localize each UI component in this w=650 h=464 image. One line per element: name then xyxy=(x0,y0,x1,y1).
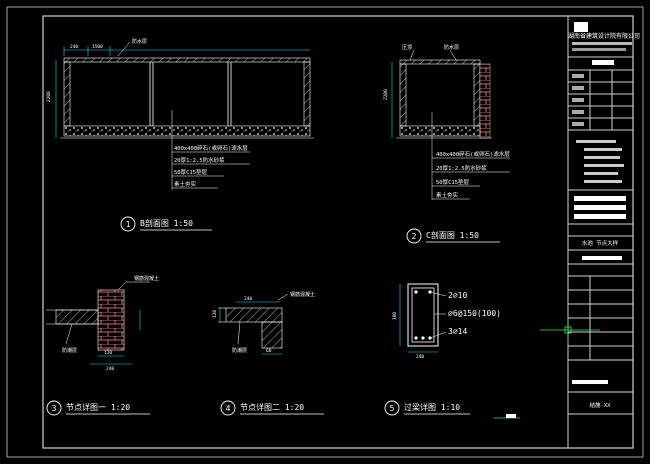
lintel-beam-view: 2⌀10 ⌀6@150(100) 3⌀14 180 240 5 过梁详图 1:1… xyxy=(384,283,501,416)
detail-2-view: 240 120 60 钢筋混凝土 防潮层 4 节点详图二 1:20 xyxy=(212,291,324,416)
view-number: 5 xyxy=(390,404,395,413)
detail-1-view: 钢筋混凝土 防潮层 120 240 3 节点详图一 1:20 xyxy=(46,275,159,416)
view-number: 4 xyxy=(226,404,231,413)
sheet-frame xyxy=(6,6,644,458)
detail-2-dim-1: 240 xyxy=(244,296,252,302)
view-title: C剖面图 1:50 xyxy=(426,230,479,240)
company-name: 湖南省建筑设计院有限公司 xyxy=(568,32,640,40)
beam-dim-width: 240 xyxy=(416,354,424,360)
section-b-view: 240 1500 防水层 2200 400x400碎石(或卵石)滤水层 20厚1… xyxy=(46,38,314,232)
beam-dim-height: 180 xyxy=(392,312,398,320)
dim-top-1: 240 xyxy=(70,44,78,50)
detail-2-dim-2: 120 xyxy=(212,310,218,318)
detail-1-dim-1: 120 xyxy=(104,350,112,356)
scale-marker xyxy=(494,414,520,419)
dim-top-2: 1500 xyxy=(92,44,103,50)
view-number-circle xyxy=(120,216,136,232)
section-c-height-dim: 2200 xyxy=(383,89,389,100)
drawing-name: 水池 节点大样 xyxy=(582,239,619,247)
title-block: 湖南省建筑设计院有限公司 水池 节点大样 xyxy=(567,16,640,448)
view-number-circle xyxy=(406,228,422,244)
view-number: 3 xyxy=(52,404,57,413)
detail-2-label-2: 防潮层 xyxy=(232,347,247,354)
section-c-label-2: 防水层 xyxy=(444,44,459,51)
view-title: 过梁详图 1:10 xyxy=(404,402,460,412)
detail-2-label-1: 钢筋混凝土 xyxy=(290,291,315,298)
rebar-bottom: 3⌀14 xyxy=(448,327,467,336)
view-number: 2 xyxy=(412,232,417,241)
c-layer-1: 400x400碎石(或卵石)滤水层 xyxy=(436,150,510,158)
detail-2-dim-3: 60 xyxy=(266,348,272,354)
view-title: B剖面图 1:50 xyxy=(140,218,193,228)
view-title: 节点详图二 1:20 xyxy=(240,402,304,412)
c-layer-2: 20厚1:2.5防水砂浆 xyxy=(436,164,487,172)
layer-1: 400x400碎石(或卵石)滤水层 xyxy=(174,144,248,152)
detail-1-label-1: 钢筋混凝土 xyxy=(134,275,159,282)
layer-4: 素土夯实 xyxy=(174,180,197,188)
crosshair-cursor-icon xyxy=(540,318,600,345)
layer-3: 50厚C15垫层 xyxy=(174,168,208,176)
rebar-stirrup: ⌀6@150(100) xyxy=(448,309,501,318)
detail-1-label-2: 防潮层 xyxy=(62,347,77,354)
sheet-code: 结施-XX xyxy=(590,401,612,409)
rebar-top: 2⌀10 xyxy=(448,291,467,300)
general-notes xyxy=(576,140,624,183)
section-b-top-label: 防水层 xyxy=(132,38,147,45)
view-number-circle xyxy=(220,400,236,416)
view-number-circle xyxy=(46,400,62,416)
view-number-circle xyxy=(384,400,400,416)
layer-2: 20厚1:2.5防水砂浆 xyxy=(174,156,225,164)
c-layer-3: 50厚C15垫层 xyxy=(436,178,470,186)
company-logo xyxy=(574,22,588,32)
view-title: 节点详图一 1:20 xyxy=(66,402,130,412)
dim-height: 2200 xyxy=(46,91,52,102)
section-c-label-1: 压顶 xyxy=(402,45,412,51)
c-layer-4: 素土夯实 xyxy=(436,191,459,199)
detail-1-dim-2: 240 xyxy=(106,366,114,372)
view-number: 1 xyxy=(126,220,131,229)
section-c-view: 2200 压顶 防水层 400x400碎石(或卵石)滤水层 20厚1:2.5防水… xyxy=(383,44,510,244)
